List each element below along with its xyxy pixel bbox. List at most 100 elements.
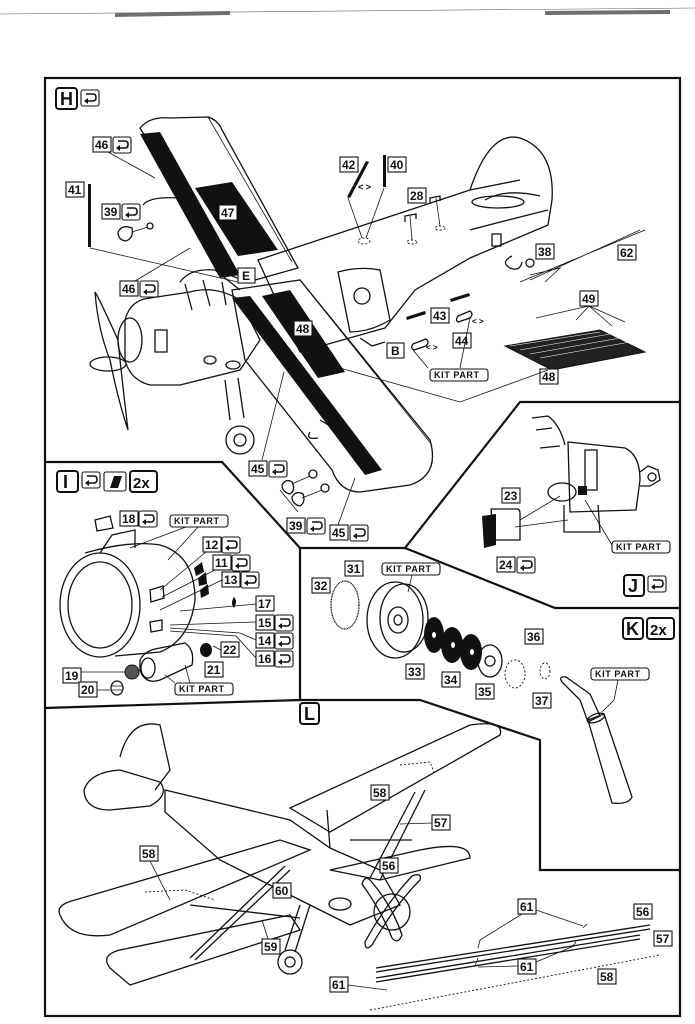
section-l-badge: L: [299, 702, 320, 725]
svg-text:L: L: [304, 704, 315, 724]
callout-37: 37: [532, 692, 552, 709]
svg-text:58: 58: [600, 970, 614, 984]
section-k: K 2x KIT PART: [560, 617, 675, 805]
callout-45: 45: [248, 460, 268, 477]
kit-part-label: KIT PART: [429, 368, 489, 382]
reverse-side-decal-icon: [349, 524, 369, 542]
svg-text:61: 61: [520, 960, 534, 974]
callout-57: 57: [653, 930, 673, 947]
kit-part-label: KIT PART: [590, 667, 650, 681]
callout-57: 57: [431, 814, 451, 831]
l-callouts: 58 57 58 56 60 59: [139, 784, 451, 955]
exhaust-pipe-drawing: [560, 676, 633, 805]
svg-text:39: 39: [104, 205, 118, 219]
callout-46: 46: [92, 136, 112, 153]
callout-14: 14: [255, 632, 275, 649]
wheel-assembly: 31 32 KIT PART 33 34 35 36 37: [311, 560, 552, 709]
section-h: H: [55, 87, 647, 542]
section-i: I 2x 18 KIT PART 1: [56, 470, 294, 698]
svg-text:KIT PART: KIT PART: [616, 542, 662, 552]
svg-text:48: 48: [296, 322, 310, 336]
svg-text:36: 36: [527, 630, 541, 644]
callout-18: 18: [119, 510, 139, 527]
reverse-side-decal-icon: [240, 571, 260, 589]
svg-text:56: 56: [636, 905, 650, 919]
kit-part-label: KIT PART: [381, 562, 441, 576]
callout-48: 48: [539, 368, 559, 385]
scan-artifacts: [0, 7, 695, 17]
callout-48: 48: [293, 320, 313, 337]
svg-text:47: 47: [221, 206, 235, 220]
section-i-badge: I: [56, 470, 79, 493]
svg-text:56: 56: [382, 859, 396, 873]
svg-text:46: 46: [95, 138, 109, 152]
svg-text:48: 48: [542, 370, 556, 384]
callout-15: 15: [255, 614, 275, 631]
callout-60: 60: [272, 882, 292, 899]
svg-text:< >: < >: [426, 343, 438, 352]
svg-text:59: 59: [264, 940, 278, 954]
section-j: 23 24 KIT PART J: [482, 415, 671, 597]
svg-text:KIT PART: KIT PART: [434, 370, 480, 380]
svg-text:58: 58: [373, 786, 387, 800]
svg-text:20: 20: [81, 683, 95, 697]
svg-text:11: 11: [215, 556, 228, 570]
reverse-side-decal-icon: [221, 536, 241, 554]
svg-text:46: 46: [122, 282, 136, 296]
svg-text:57: 57: [656, 932, 670, 946]
svg-text:28: 28: [410, 189, 424, 203]
i-callouts: 18 KIT PART 12 11 13 17 15 14 16: [62, 510, 294, 698]
h-callouts: 46 41 39 47 46 E 42 < > 40 28: [65, 136, 647, 542]
svg-text:H: H: [60, 89, 73, 109]
callout-41: 41: [65, 181, 85, 198]
callout-23: 23: [501, 487, 521, 504]
reverse-side-decal-icon: [139, 280, 159, 298]
svg-text:34: 34: [444, 673, 458, 687]
svg-text:40: 40: [390, 158, 404, 172]
callout-58: 58: [139, 845, 159, 862]
upper-wing-drawing: [139, 116, 299, 283]
multiplier-badge: 2x: [129, 470, 158, 493]
section-j-badge: J: [623, 574, 645, 597]
rigging-wires-diagram: 61 61 61 56 57 58: [329, 898, 673, 1011]
svg-text:15: 15: [258, 616, 272, 630]
svg-text:KIT PART: KIT PART: [174, 516, 220, 526]
callout-16: 16: [255, 650, 275, 667]
engine-drawing: [89, 269, 261, 455]
reverse-side-decal-icon: [231, 554, 251, 572]
svg-text:41: 41: [68, 183, 82, 197]
black-paint-icon: [103, 471, 127, 492]
callout-20: 20: [78, 681, 98, 698]
svg-text:35: 35: [478, 685, 492, 699]
callout-11: 11: [212, 554, 232, 571]
reverse-side-decal-icon: [274, 650, 294, 668]
reverse-side-decal-icon: [306, 517, 326, 535]
svg-text:45: 45: [332, 526, 346, 540]
callout-56: 56: [379, 857, 399, 874]
svg-text:32: 32: [314, 579, 328, 593]
svg-text:12: 12: [205, 538, 219, 552]
reverse-side-decal-icon: [112, 136, 132, 154]
reverse-side-decal-icon: [647, 575, 667, 593]
callout-28: 28: [407, 187, 427, 204]
svg-text:16: 16: [258, 652, 272, 666]
svg-text:K: K: [626, 619, 639, 639]
section-k-badge: K: [622, 617, 644, 640]
svg-text:37: 37: [535, 694, 549, 708]
callout-56: 56: [633, 903, 653, 920]
svg-text:24: 24: [499, 558, 513, 572]
callout-39: 39: [286, 517, 306, 534]
section-l: L: [58, 702, 673, 1011]
svg-text:21: 21: [207, 663, 221, 677]
biplane-rigging-drawing: [58, 723, 502, 986]
callout-38: 38: [535, 243, 555, 260]
callout-39: 39: [101, 203, 121, 220]
svg-text:I: I: [63, 472, 68, 492]
svg-text:31: 31: [347, 562, 361, 576]
svg-text:22: 22: [223, 643, 237, 657]
callout-E: E: [237, 267, 256, 284]
reverse-side-decal-icon: [81, 471, 101, 489]
nose-side-drawing: [531, 415, 661, 533]
callout-49: 49: [579, 290, 599, 307]
svg-text:KIT PART: KIT PART: [595, 669, 641, 679]
